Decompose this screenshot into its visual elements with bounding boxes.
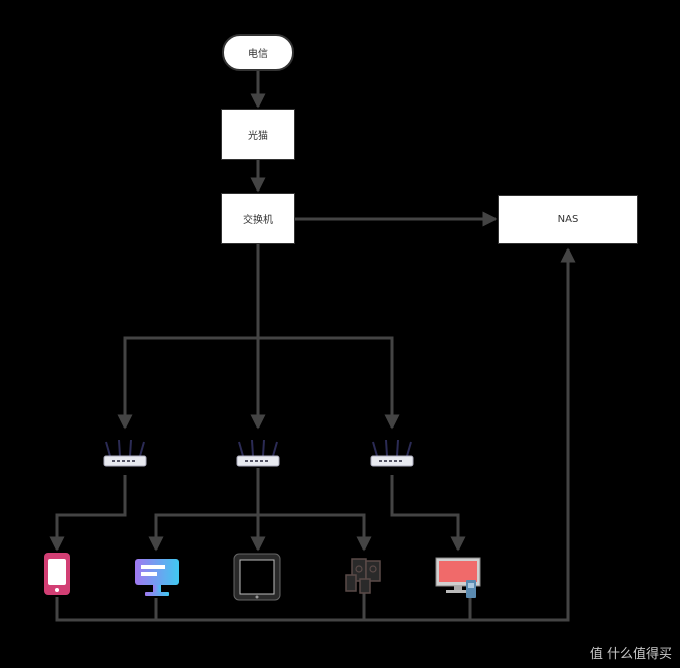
optical-modem-node: 光猫 [221, 109, 295, 160]
telecom-node: 电信 [222, 34, 294, 71]
link-switch-router-left [117, 336, 258, 430]
tv-icon [435, 557, 481, 598]
nas-node: NAS [498, 195, 638, 244]
router-icon [370, 439, 414, 467]
router-icon [103, 439, 147, 467]
nas-label: NAS [557, 214, 579, 225]
smartphone-icon [44, 553, 70, 595]
watermark: 值 什么值得买 [589, 647, 672, 662]
router-icon [236, 439, 280, 467]
link-router-center-speaker [258, 513, 372, 552]
link-router-center-desktop [148, 513, 258, 552]
optical-modem-label: 光猫 [248, 131, 268, 142]
link-switch-router-right [258, 336, 400, 430]
link-router-right-tv [390, 475, 466, 552]
telecom-label: 电信 [248, 49, 268, 60]
speaker-icon [345, 558, 381, 594]
switch-label: 交换机 [243, 215, 273, 226]
link-router-left-phone [49, 475, 127, 552]
link-bus-nas [55, 247, 576, 622]
tablet-icon [233, 553, 281, 601]
desktop-computer-icon [135, 559, 179, 596]
switch-node: 交换机 [221, 193, 295, 244]
